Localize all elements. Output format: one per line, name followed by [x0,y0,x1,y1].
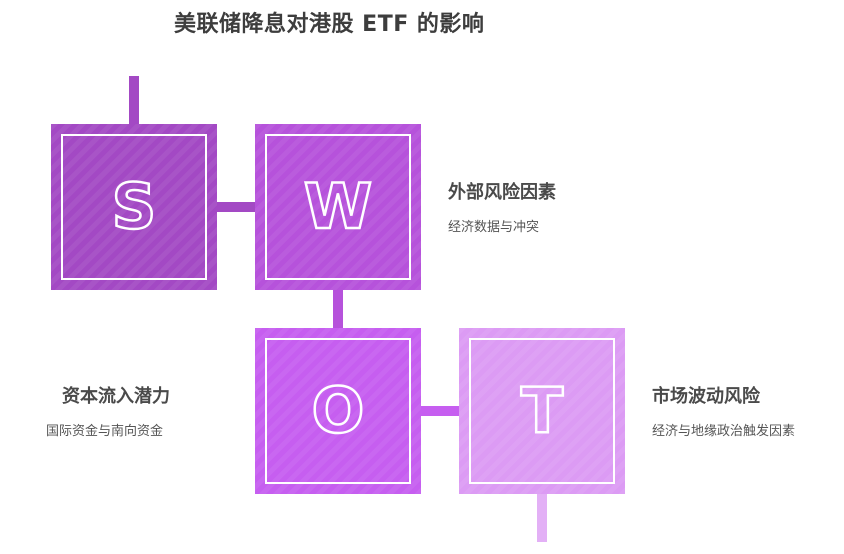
swot-box-t-frame: T [469,338,615,484]
swot-box-t: T [459,328,625,494]
connector-w-o [333,290,343,328]
weakness-description: 经济数据与冲突 [448,220,540,235]
connector-bottom [537,494,547,542]
threat-description: 经济与地缘政治触发因素 [652,424,796,439]
swot-box-o: O [255,328,421,494]
swot-box-o-frame: O [265,338,411,484]
swot-box-s-frame: S [61,134,207,280]
connector-s-w [217,202,255,212]
strength-description: 国际资金与南向资金 [46,424,164,439]
swot-letter-s: S [110,170,157,243]
swot-letter-w: W [303,170,374,243]
swot-box-w-frame: W [265,134,411,280]
connector-top [129,76,139,124]
swot-box-w: W [255,124,421,290]
connector-o-t [421,406,459,416]
threat-label: 市场波动风险 [652,386,760,407]
swot-letter-o: O [310,374,365,447]
swot-box-s: S [51,124,217,290]
swot-letter-t: T [520,374,565,447]
diagram-title: 美联储降息对港股 ETF 的影响 [174,12,485,37]
weakness-label: 外部风险因素 [448,182,556,203]
strength-label: 资本流入潜力 [62,386,170,407]
